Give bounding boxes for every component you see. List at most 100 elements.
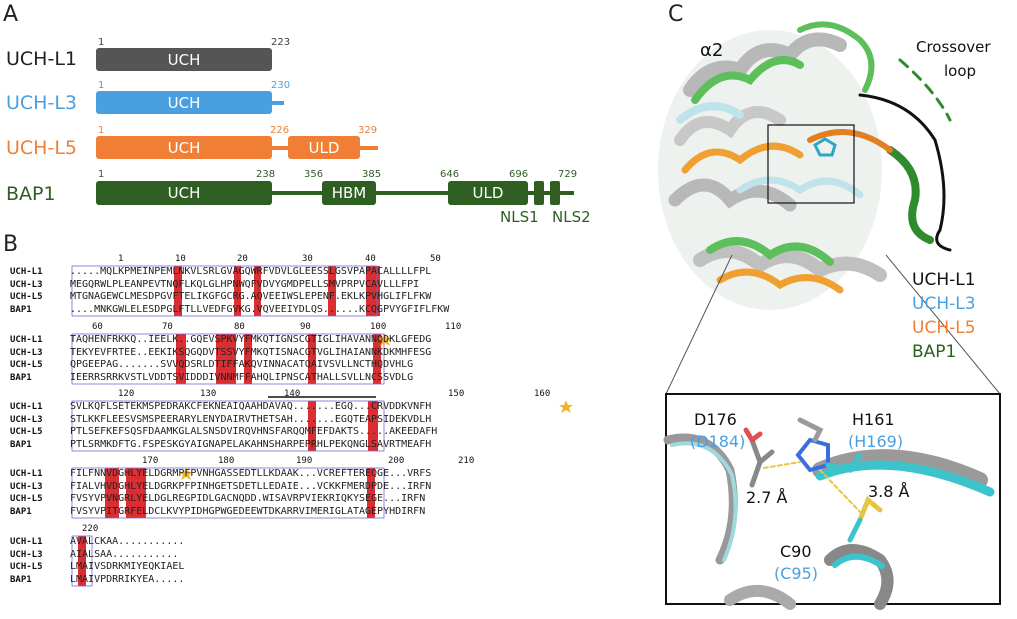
label-c90: C90	[780, 542, 812, 561]
uchl3-tail-line	[272, 101, 284, 105]
uchl5-uch-domain: UCH	[96, 136, 272, 159]
uchl5-start: 1	[98, 125, 105, 136]
protein-name-uchl3: UCH-L3	[6, 92, 77, 114]
zoom-box	[767, 124, 855, 204]
ruler-1-50: 50	[430, 254, 441, 264]
seq-row: QPGEEPAG.......SVVQDSRLDTIFFAKQVINNACATQ…	[70, 359, 414, 370]
seq-name: UCH-L3	[10, 481, 43, 492]
legend-uchl3: UCH-L3	[912, 294, 976, 314]
seq-name: UCH-L3	[10, 279, 43, 290]
seq-row: FVSYVPITGRFELDCLKVYPIDHGPWGEDEEWTDKARRVI…	[70, 505, 426, 517]
seq-name: UCH-L1	[10, 469, 43, 479]
label-dist-2-7: 2.7 Å	[746, 488, 788, 507]
bap1-uld-domain: ULD	[448, 181, 528, 205]
seq-row: SVLKQFLSETEKMSPEDRAKCFEKNEAIQAAHDAVAQ...…	[70, 401, 432, 412]
seq-row: TAQHENFRKKQ..IEELK..GQEVSPKVYFMKQTIGNSCG…	[70, 334, 432, 345]
ruler-1-1: 1	[118, 254, 124, 264]
seq-row: STLKKFLEESVSMSPEERARYLENYDAIRVTHETSAH...…	[70, 413, 432, 425]
seq-name: BAP1	[10, 372, 32, 383]
seq-row: MEGQRWLPLEANPEVTNQFLKQLGLHPNWQFVDVYGMDPE…	[70, 278, 420, 290]
uchl5-end: 329	[358, 125, 378, 136]
structure-illustration	[658, 21, 1001, 610]
bap1-nls1-label: NLS1	[500, 208, 539, 226]
ruler-3-120: 120	[118, 389, 135, 399]
seq-row: LMAIVPDRRIKYEA.....	[70, 573, 185, 585]
ruler-3-140: 140	[284, 389, 301, 399]
legend-bap1: BAP1	[912, 342, 957, 362]
seq-name: UCH-L5	[10, 494, 43, 504]
seq-row: FVSYVPVNGRLYELDGLREGPIDLGACNQDD.WISAVRPV…	[70, 493, 426, 504]
label-d184: (D184)	[690, 432, 746, 451]
bap1-mark-238: 238	[256, 169, 276, 180]
seq-name: UCH-L1	[10, 267, 43, 277]
uchl1-end: 223	[271, 37, 291, 48]
uchl3-start: 1	[98, 80, 105, 91]
uchl5-uld-domain: ULD	[288, 136, 360, 159]
panel-b-alignment	[8, 252, 608, 612]
uchl1-uch-domain: UCH	[96, 48, 272, 71]
crossover-label-line2: loop	[944, 62, 977, 80]
panel-label-a: A	[3, 2, 19, 27]
bap1-hbm-domain: HBM	[322, 181, 376, 205]
seq-row: TEKYEVFRTEE..EEKIKSQGQDVTSSVYFMKQTISNACG…	[70, 346, 432, 358]
ruler-2-100: 100	[370, 322, 387, 332]
uchl1-start: 1	[98, 37, 105, 48]
seq-row: FILFNNVDGHLYELDGRMPFPVNHGASSEDTLLKDAAK..…	[70, 468, 432, 479]
bap1-mark-356: 356	[304, 169, 324, 180]
seq-name: BAP1	[10, 439, 32, 450]
bap1-uch-domain: UCH	[96, 181, 272, 205]
seq-name: UCH-L3	[10, 347, 43, 358]
uchl5-mark-226: 226	[270, 125, 290, 136]
seq-row: FIALVHVDGHLYELDGRKPFPINHGETSDETLLEDAIE..…	[70, 480, 432, 492]
label-h161: H161	[852, 410, 895, 429]
ruler-5-220: 220	[82, 524, 99, 534]
protein-name-bap1: BAP1	[6, 183, 56, 205]
seq-name: UCH-L5	[10, 360, 43, 370]
seq-name: UCH-L1	[10, 537, 43, 547]
bap1-mark-646: 646	[440, 169, 460, 180]
panel-label-c: C	[668, 2, 684, 27]
seq-name: UCH-L3	[10, 549, 43, 560]
protein-name-uchl5: UCH-L5	[6, 137, 77, 159]
ruler-2-70: 70	[162, 322, 173, 332]
seq-name: UCH-L5	[10, 562, 43, 572]
legend-uchl5: UCH-L5	[912, 318, 976, 338]
ruler-1-20: 20	[237, 254, 248, 264]
ruler-2-60: 60	[92, 322, 103, 332]
legend-uchl1: UCH-L1	[912, 270, 976, 290]
ruler-1-30: 30	[302, 254, 313, 264]
protein-name-uchl1: UCH-L1	[6, 48, 77, 70]
alignment-decor	[71, 265, 573, 587]
seq-row: MTGNAGEWCLMESDPGVFTELIKGFGCRG.AQVEEIWSLE…	[70, 291, 432, 302]
ruler-3-160: 160	[534, 389, 551, 399]
seq-row: AVALCKAA...........	[70, 536, 185, 547]
ruler-3-130: 130	[200, 389, 217, 399]
seq-name: UCH-L5	[10, 427, 43, 437]
ruler-2-90: 90	[300, 322, 311, 332]
label-d176: D176	[694, 410, 737, 429]
seq-name: BAP1	[10, 574, 32, 585]
ruler-4-170: 170	[142, 456, 159, 466]
ruler-3-150: 150	[448, 389, 465, 399]
label-c95: (C95)	[774, 564, 819, 583]
uchl3-uch-domain: UCH	[96, 91, 272, 114]
seq-row: ....MNKGWLELESDPGLFTLLVEDFGVKG.VQVEEIYDL…	[70, 303, 450, 315]
seq-row: LMAIVSDRKMIYEQKIAEL	[70, 561, 185, 572]
bap1-mark-385: 385	[362, 169, 382, 180]
seq-row: IEERRSRRKVSTLVDDTSVIDDDIVNNMFFAHQLIPNSCA…	[70, 371, 414, 383]
seq-name: UCH-L1	[10, 402, 43, 412]
uchl3-end: 230	[271, 80, 291, 91]
seq-name: UCH-L3	[10, 414, 43, 425]
seq-name: UCH-L1	[10, 335, 43, 345]
label-dist-3-8: 3.8 Å	[868, 482, 910, 501]
bap1-nls2-box	[550, 181, 560, 205]
ruler-4-190: 190	[296, 456, 313, 466]
panel-label-b: B	[3, 232, 19, 257]
seq-row: PTLSEFKEFSQSFDAAMKGLALSNSDVIRQVHNSFARQQM…	[70, 426, 438, 437]
bap1-mark-696: 696	[509, 169, 529, 180]
ruler-4-180: 180	[218, 456, 235, 466]
bap1-start: 1	[98, 169, 105, 180]
seq-name: BAP1	[10, 506, 32, 517]
label-h169: (H169)	[848, 432, 904, 451]
ruler-1-10: 10	[175, 254, 186, 264]
